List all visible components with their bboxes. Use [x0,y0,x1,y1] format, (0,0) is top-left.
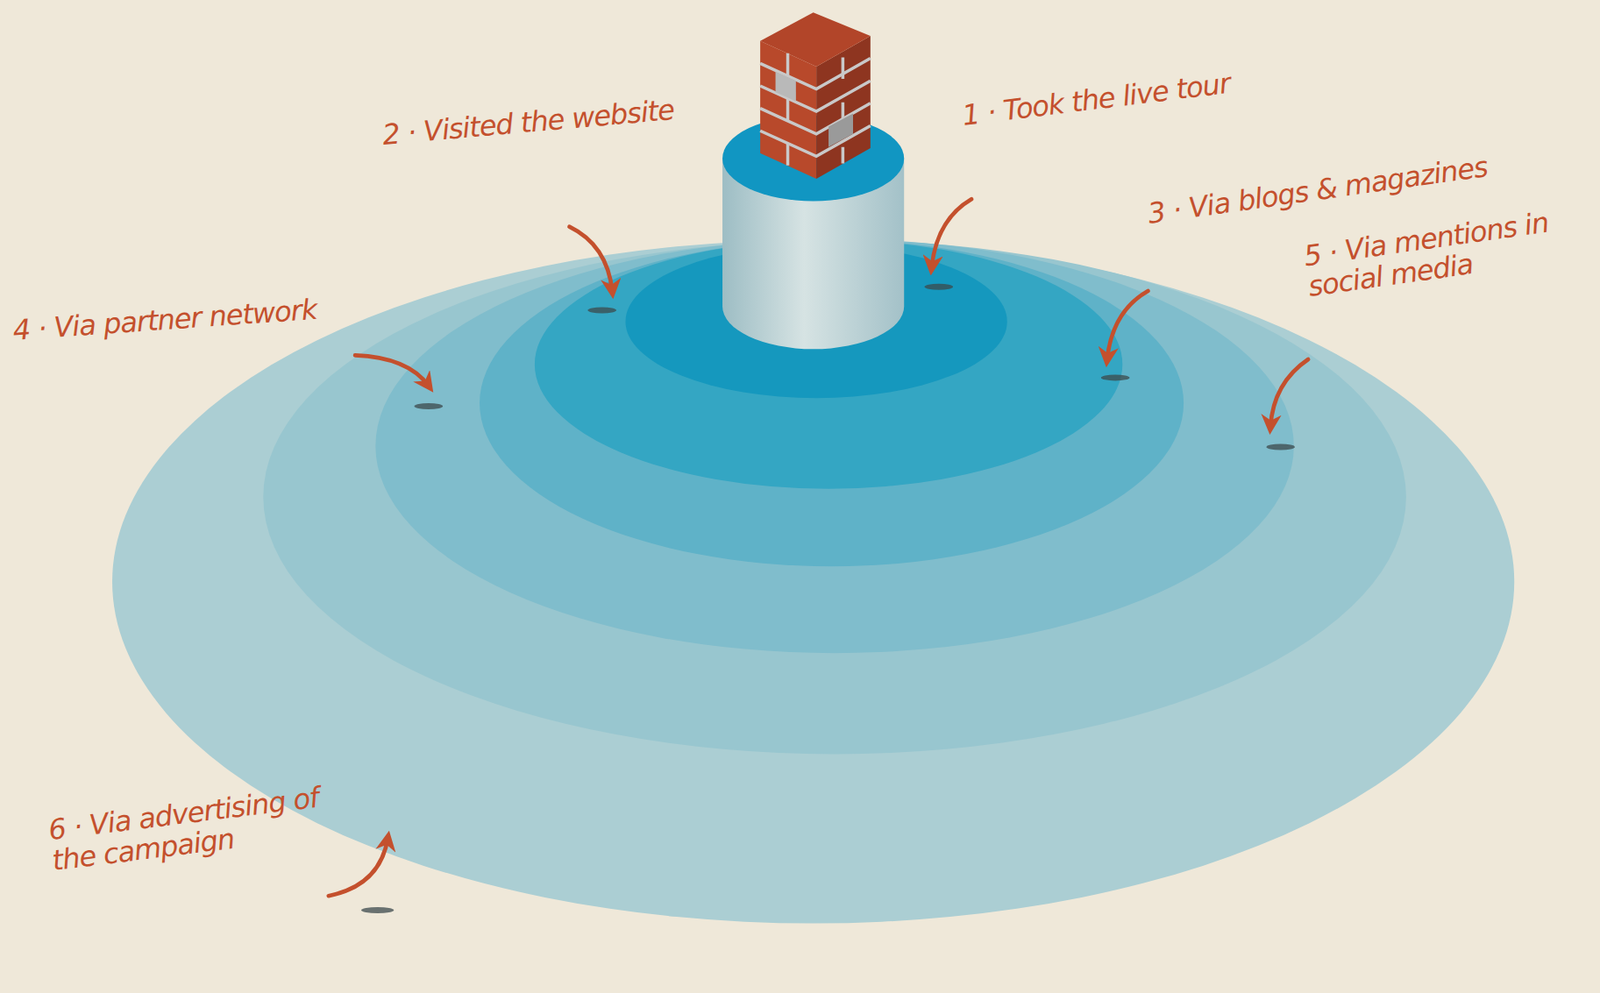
brick-grey [775,71,797,102]
target-dots [361,284,1295,914]
callout-label: 1 · Took the live tour [960,60,1295,132]
chimney-top [760,12,871,67]
brick-mortar [760,53,871,166]
callout-label: 5 · Via mentions in social media [1301,204,1580,304]
callout-label: 2 · Visited the website [381,91,717,151]
callout-label: 4 · Via partner network [12,291,364,347]
leader-arrows [328,199,1309,896]
callout-label: 6 · Via advertising of the campaign [46,778,359,878]
brick-grey [828,113,854,147]
